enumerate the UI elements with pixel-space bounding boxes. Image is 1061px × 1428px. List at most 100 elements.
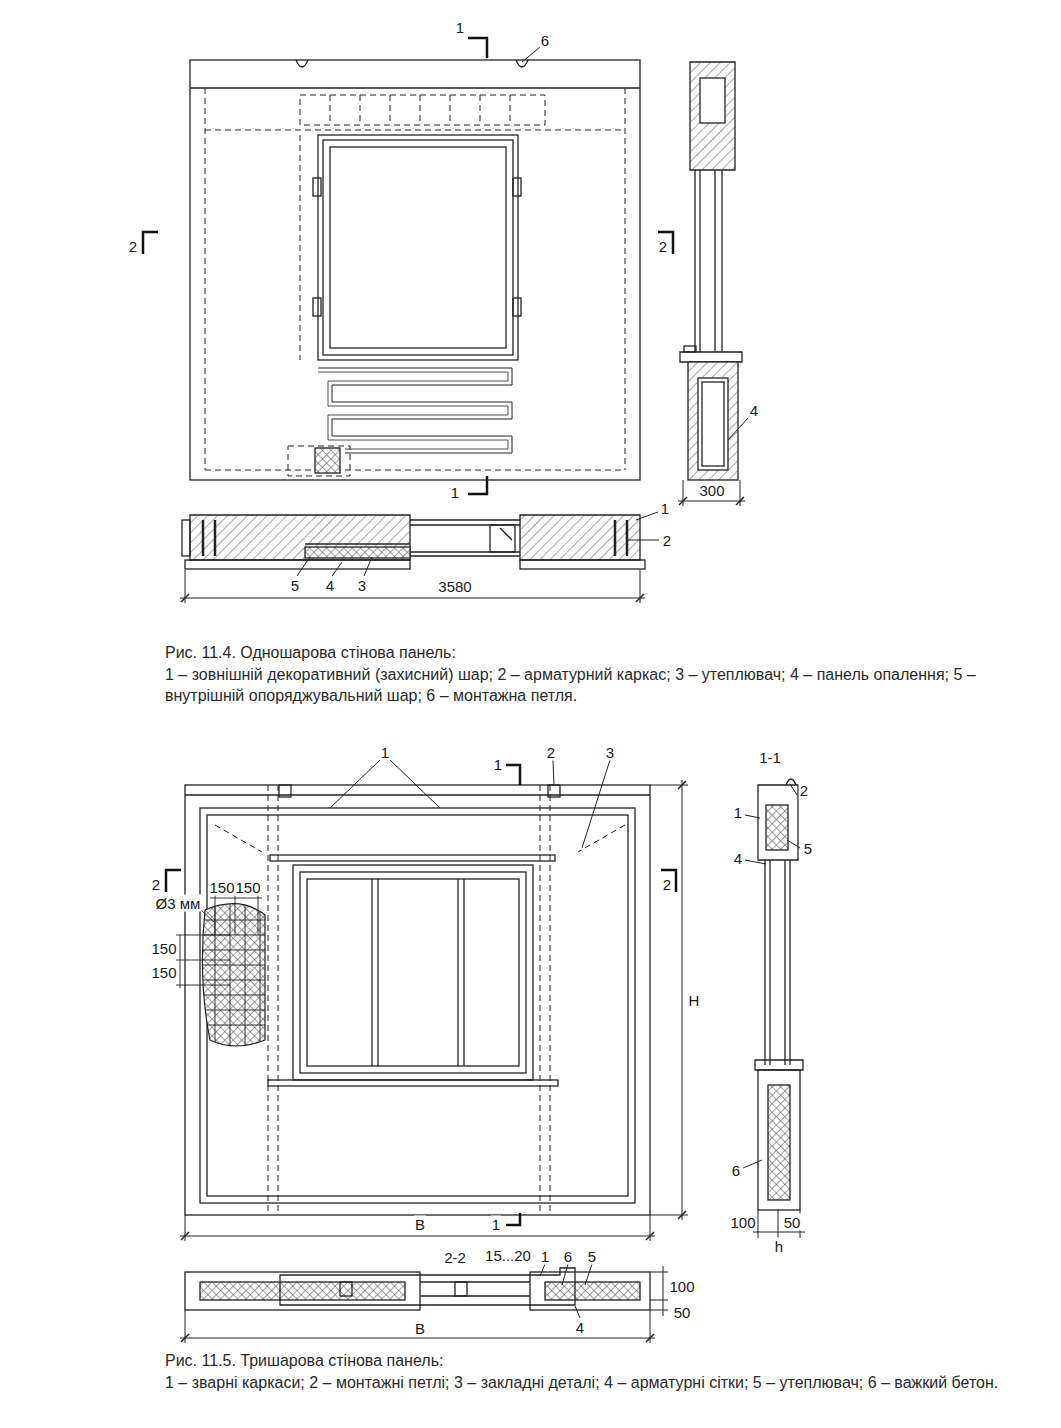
panel-side-section <box>702 382 724 466</box>
dimension-line <box>682 780 683 1220</box>
panel-plan-section <box>181 1334 189 1342</box>
panel-front-view <box>296 60 308 67</box>
section-mark: 1 <box>493 756 503 773</box>
callout-number: 6 <box>563 1248 573 1265</box>
leader-line <box>745 860 766 864</box>
callout-number: 5 <box>587 1248 597 1265</box>
leader-line <box>743 1160 762 1168</box>
caption-heading: Рис. 11.4. Одношарова стінова панель: <box>165 644 456 661</box>
leader-line <box>364 557 372 576</box>
dimension: 150 <box>208 879 235 896</box>
dimension: B <box>414 1320 426 1337</box>
panel-front-view <box>190 87 640 88</box>
panel-plan-section <box>455 1282 467 1296</box>
panel-side-section <box>736 497 744 505</box>
panel-side-section <box>764 860 765 1065</box>
panel-plan-section <box>305 547 410 558</box>
section-mark <box>143 232 158 254</box>
panel-front-view <box>516 60 528 67</box>
panel-side-section <box>694 170 695 352</box>
leader-line <box>297 557 310 576</box>
panel-front-view <box>270 855 555 861</box>
panel-front-view <box>300 135 301 360</box>
section-name: 1-1 <box>758 749 782 766</box>
panel-plan-section <box>520 560 645 569</box>
panel-plan-section <box>545 1282 640 1300</box>
leader-line <box>585 1264 592 1285</box>
leader-line <box>540 1264 545 1276</box>
dimension: 150 <box>208 879 235 896</box>
panel-front-view <box>330 95 331 125</box>
dimension: 150 <box>150 940 177 957</box>
leader-line <box>522 47 540 62</box>
panel-front-view <box>315 448 340 473</box>
panel-front-view <box>513 298 521 316</box>
panel-front-view <box>268 785 269 1215</box>
dimension: 150 <box>150 964 177 981</box>
section-mark: 2 <box>151 876 161 893</box>
panel-side-section <box>778 1210 779 1238</box>
dimension: H <box>688 992 701 1009</box>
callout-number: 5 <box>587 1248 597 1265</box>
caption-text: 1 – зовнішній декоративний (захисний) ша… <box>165 666 976 704</box>
panel-front-view <box>200 808 635 1203</box>
callout-number: 1 <box>660 500 670 517</box>
reinforcement-mesh <box>176 935 230 936</box>
section-mark: 2 <box>662 876 672 893</box>
reinforcement-mesh <box>202 904 265 1046</box>
reinforcement-mesh <box>176 960 230 961</box>
dimension: 100 <box>668 1278 695 1295</box>
panel-plan-section <box>180 1338 655 1339</box>
panel-front-view <box>318 372 508 449</box>
reinforcement-mesh <box>195 890 275 1060</box>
panel-side-section <box>678 501 745 502</box>
panel-front-view <box>185 794 650 795</box>
panel-front-view <box>190 60 640 480</box>
panel-side-section <box>769 860 770 1065</box>
leader-line <box>540 1264 592 1318</box>
panel-front-view <box>293 865 533 1080</box>
callout-number: 6 <box>540 32 550 49</box>
panel-side-section <box>768 1085 790 1200</box>
dimension: 15...20 <box>484 1247 532 1264</box>
dimension: 300 <box>698 482 725 499</box>
panel-plan-section <box>185 560 410 569</box>
panel-side-section <box>758 1070 800 1210</box>
panel-plan-section <box>420 1295 530 1296</box>
dimension: 100 <box>729 1214 756 1231</box>
callout-number: 3 <box>605 744 615 761</box>
section-mark: 2 <box>662 876 672 893</box>
panel-side-section <box>766 805 788 850</box>
dimension: Ø3 мм <box>155 895 202 912</box>
panel-front-view <box>390 95 391 125</box>
reinforcement-mesh <box>258 894 259 935</box>
dimension: 15...20 <box>484 1247 532 1264</box>
panel-plan-section <box>340 1282 352 1296</box>
callout-number: 4 <box>575 1319 585 1336</box>
callout-number: 4 <box>749 402 759 419</box>
leader-line <box>332 562 342 576</box>
dimension: h <box>774 1238 784 1255</box>
panel-side-section <box>721 170 722 352</box>
dimension-line <box>181 594 189 602</box>
callout-number: 4 <box>749 402 759 419</box>
panel-side-section <box>758 1210 759 1238</box>
reinforcement-mesh <box>195 995 275 996</box>
dimension-line <box>646 1232 654 1240</box>
leader-line <box>522 47 540 62</box>
callout-number: 6 <box>731 1162 741 1179</box>
panel-side-section <box>684 346 696 352</box>
callout-number: 2 <box>546 744 556 761</box>
callout-number: 2 <box>662 532 672 549</box>
reinforcement-mesh <box>180 935 181 988</box>
leader-line <box>330 760 380 808</box>
callout-number: 5 <box>290 577 300 594</box>
panel-front-view <box>215 785 625 1215</box>
leader-line <box>330 760 610 848</box>
caption-text: 1 – зварні каркаси; 2 – монтажні петлі; … <box>165 1372 1045 1393</box>
callout-number: 1 <box>380 744 390 761</box>
section-name: 2-2 <box>443 1249 467 1266</box>
